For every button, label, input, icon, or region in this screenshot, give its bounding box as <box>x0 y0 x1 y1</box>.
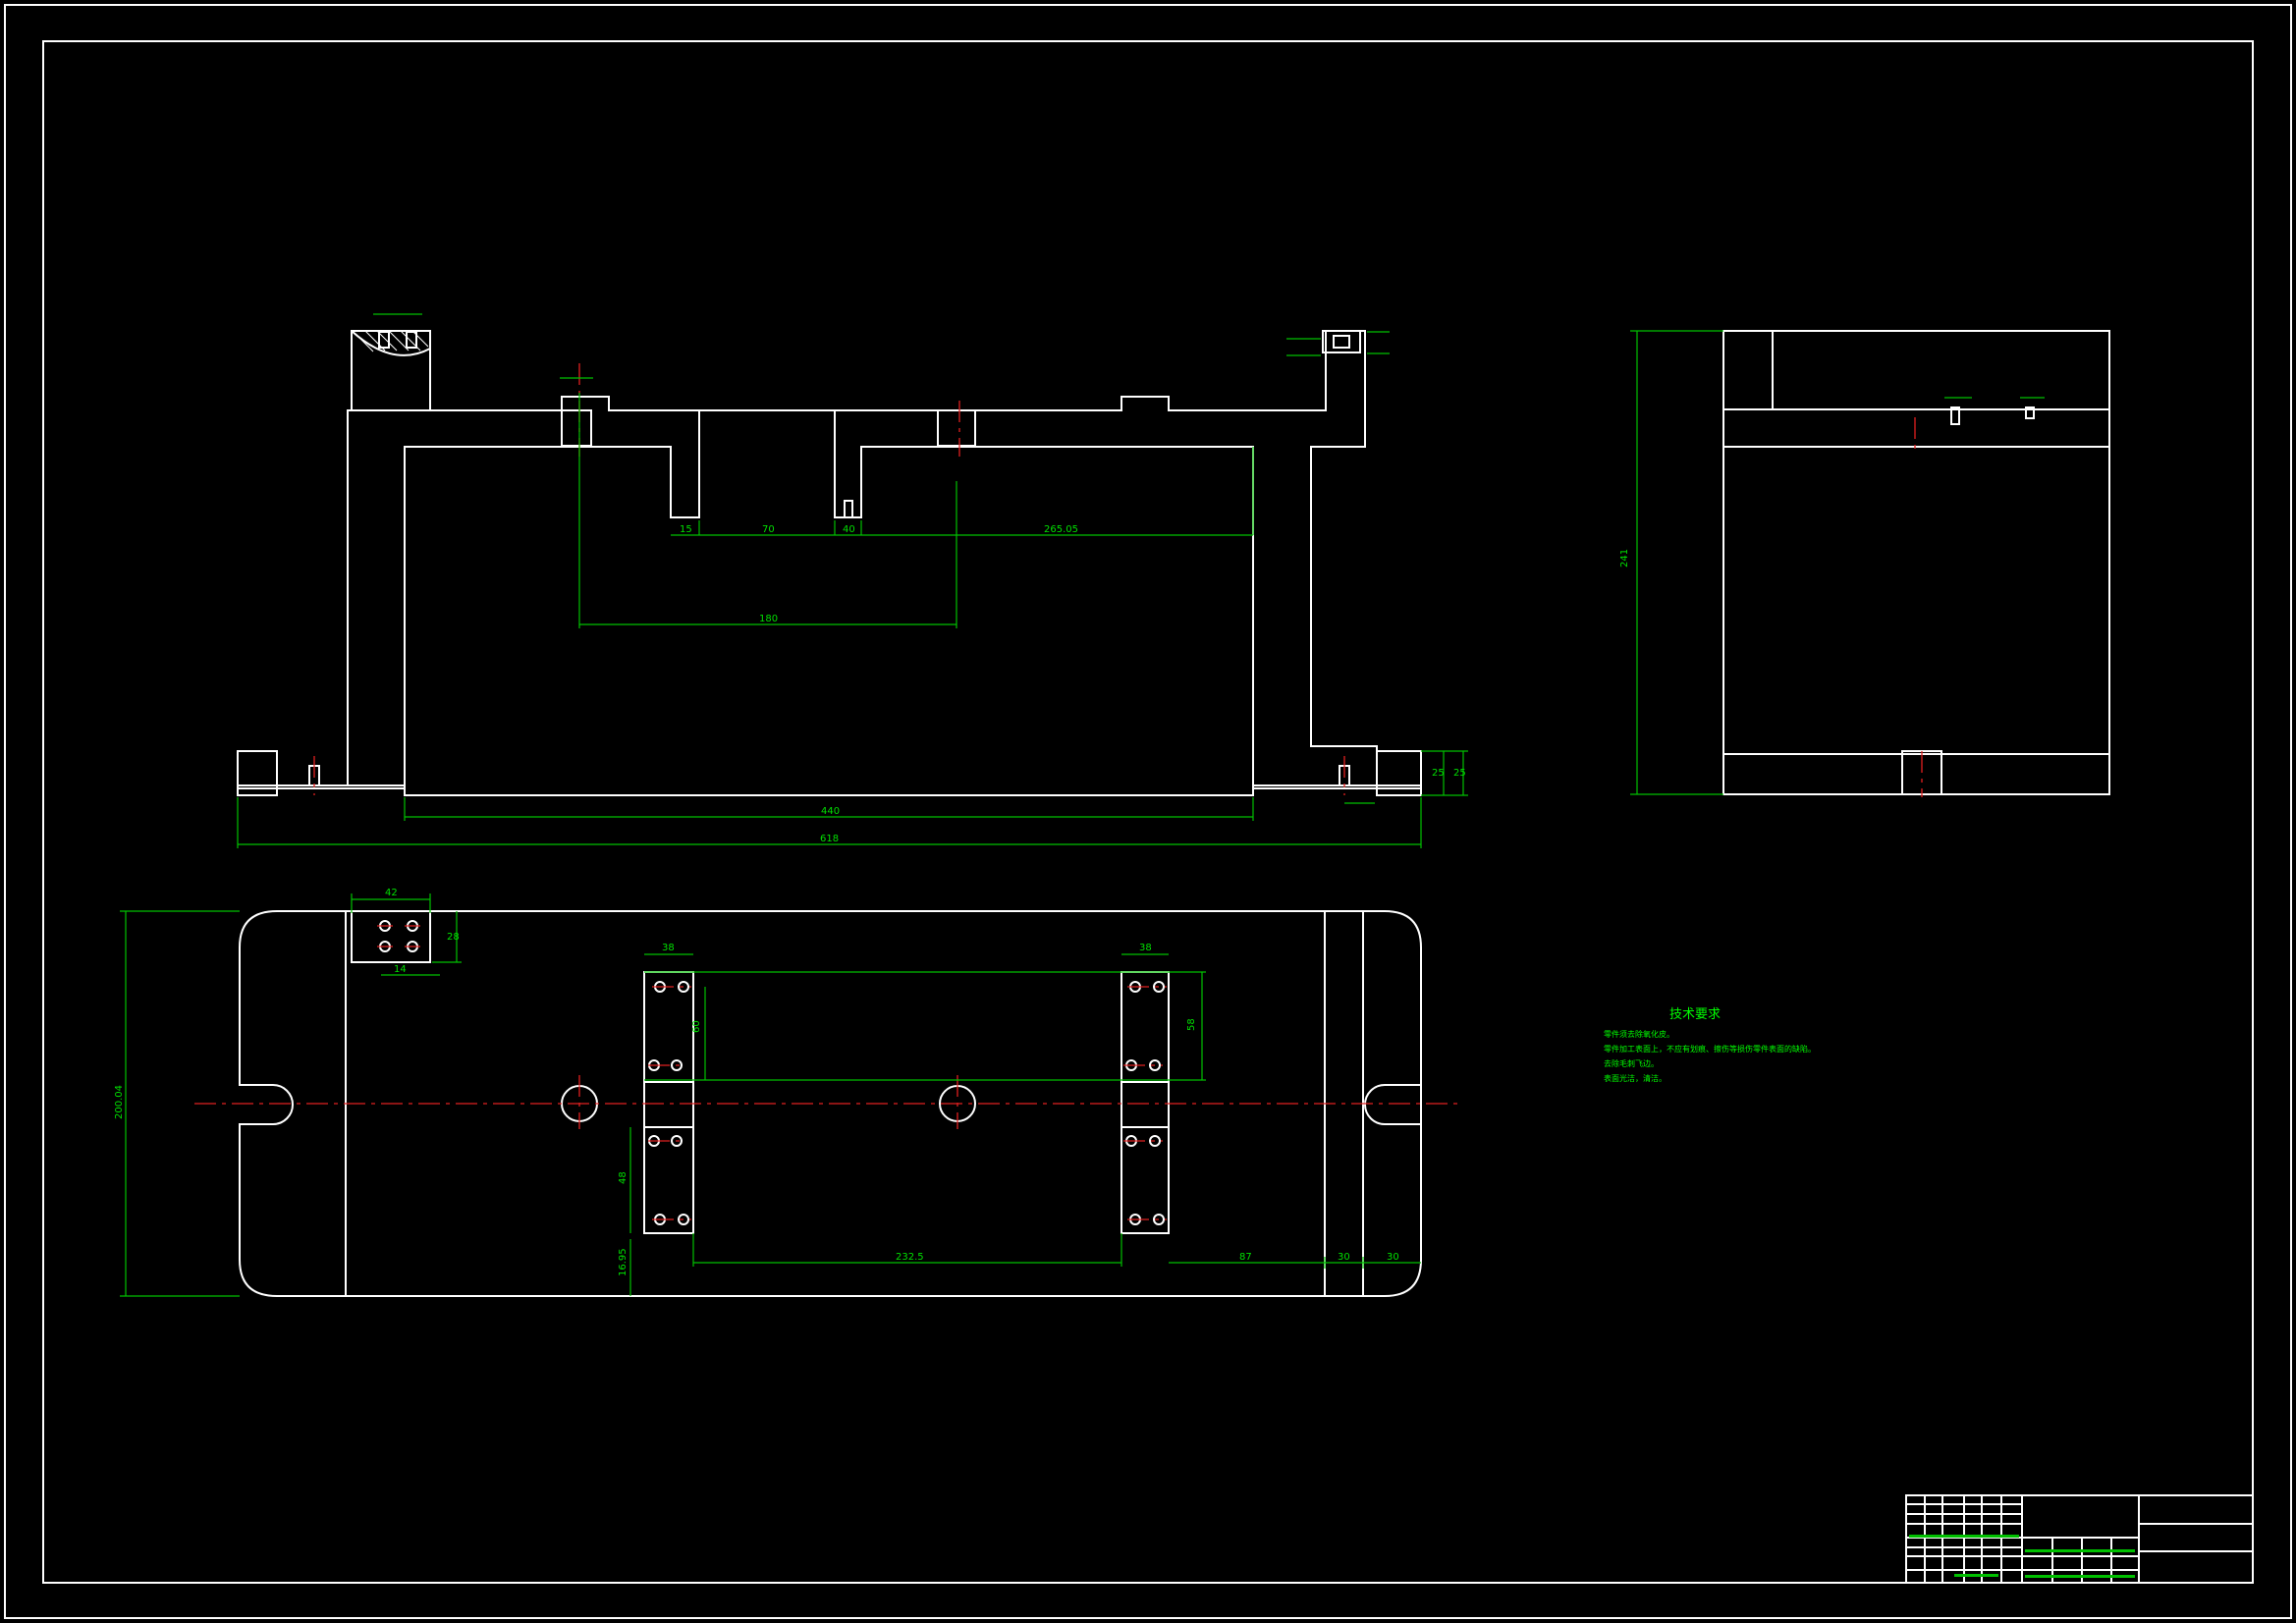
dim-25a: 25 <box>1432 768 1445 779</box>
front-view <box>237 330 1422 796</box>
dim-232: 232.5 <box>896 1252 924 1263</box>
technical-notes: 技术要求 零件须去除氧化皮。 零件加工表面上，不应有划痕、擦伤等损伤零件表面的缺… <box>1604 1007 1816 1083</box>
title-block <box>1905 1494 2254 1584</box>
notes-line-2: 零件加工表面上，不应有划痕、擦伤等损伤零件表面的缺陷。 <box>1604 1044 1816 1054</box>
plan-view-dimensions: 42 28 14 38 38 58 60 48 232.5 87 30 30 2… <box>114 888 1421 1297</box>
sheet-outer-border <box>4 4 2292 1619</box>
dim-25b: 25 <box>1453 768 1466 779</box>
notes-line-4: 表面光洁，清洁。 <box>1604 1073 1667 1083</box>
dim-48: 48 <box>618 1171 629 1184</box>
dim-28: 28 <box>447 932 460 943</box>
dim-42: 42 <box>385 888 398 898</box>
notes-title: 技术要求 <box>1669 1007 1721 1022</box>
dim-38b: 38 <box>1139 943 1152 953</box>
dim-30a: 30 <box>1338 1252 1350 1263</box>
dim-14: 14 <box>394 964 407 975</box>
dim-200: 200.04 <box>114 1085 125 1119</box>
front-view-dimensions: 15 70 40 265.05 180 440 618 25 25 <box>237 313 1468 848</box>
dim-265: 265.05 <box>1044 524 1078 535</box>
dim-38a: 38 <box>662 943 675 953</box>
dim-70: 70 <box>762 524 775 535</box>
notes-line-1: 零件须去除氧化皮。 <box>1604 1029 1674 1039</box>
dim-440: 440 <box>821 806 840 817</box>
dim-180: 180 <box>759 614 778 624</box>
dim-241: 241 <box>1619 549 1630 568</box>
dim-15: 15 <box>680 524 692 535</box>
hatched-boss <box>351 330 431 411</box>
dim-618: 618 <box>820 834 839 844</box>
plan-view <box>194 910 1463 1297</box>
dim-40: 40 <box>843 524 855 535</box>
side-view: 241 <box>1619 330 2110 797</box>
dim-h1: 16.95 <box>618 1248 629 1276</box>
hole-pattern <box>377 920 1167 1225</box>
dim-87: 87 <box>1239 1252 1252 1263</box>
dim-60: 60 <box>691 1020 702 1033</box>
sheet-inner-border <box>42 40 2254 1584</box>
dim-58: 58 <box>1186 1018 1197 1031</box>
dim-30b: 30 <box>1387 1252 1399 1263</box>
notes-line-3: 去除毛刺飞边。 <box>1604 1058 1659 1068</box>
